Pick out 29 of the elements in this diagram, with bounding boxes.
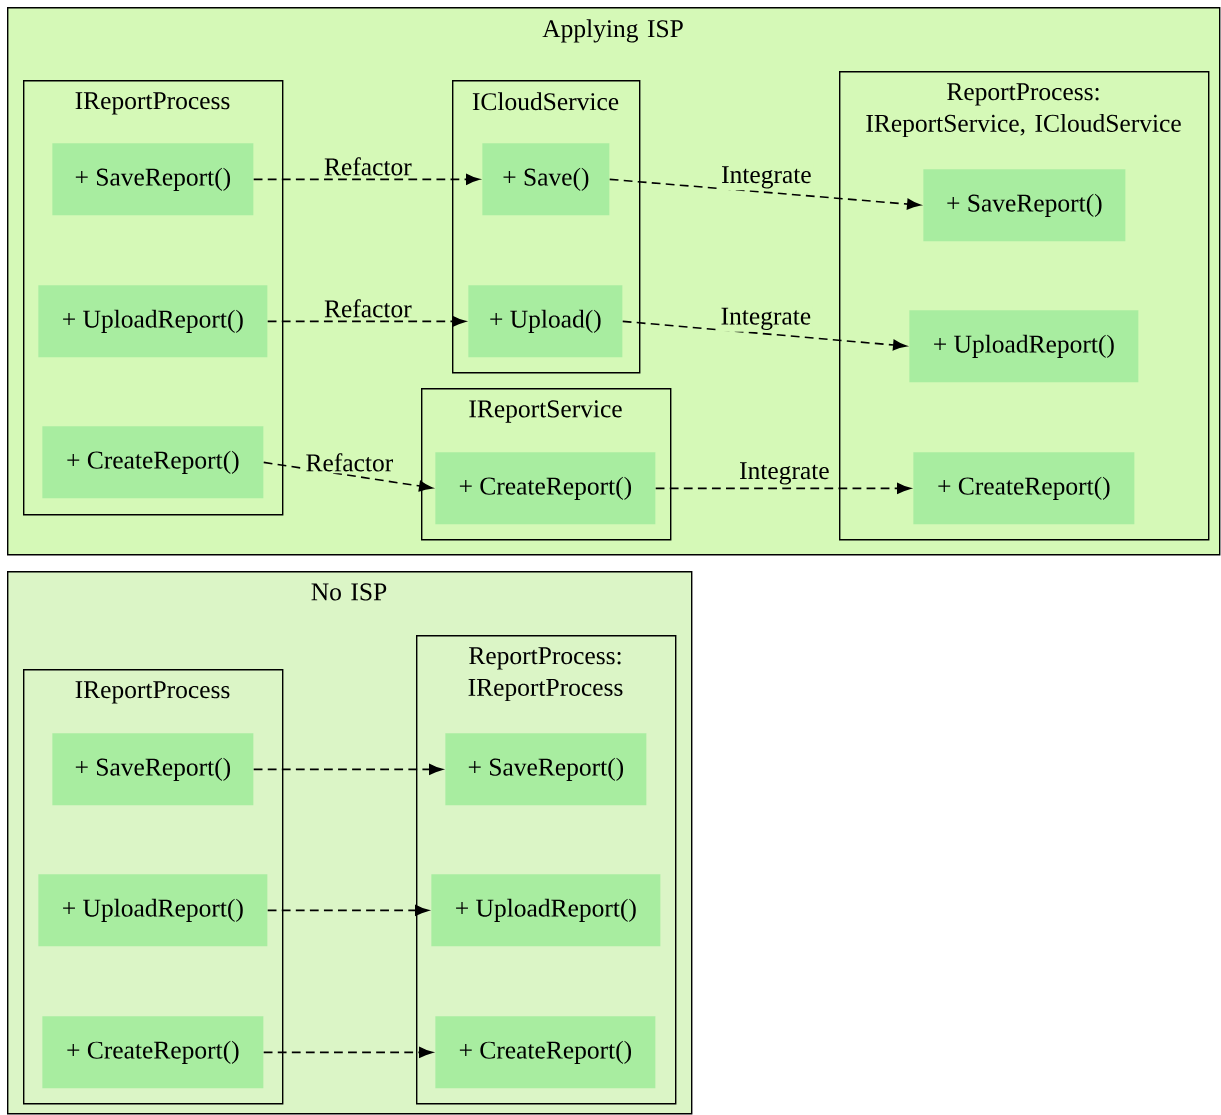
method-box: + SaveReport() — [52, 143, 254, 216]
arrow — [608, 178, 921, 210]
method-box: + CreateReport() — [435, 452, 656, 525]
method-box: + CreateReport() — [435, 1016, 656, 1089]
arrow — [252, 173, 480, 185]
method-box: + SaveReport() — [923, 169, 1126, 242]
arrow — [266, 904, 429, 916]
edge-label: Refactor — [322, 297, 414, 320]
arrow — [262, 461, 433, 492]
method-box: + CreateReport() — [42, 1016, 264, 1089]
method-box: + Save() — [482, 143, 610, 216]
method-box: + UploadReport() — [38, 285, 268, 358]
arrow — [621, 320, 907, 351]
edge-label: Integrate — [737, 460, 832, 487]
method-box: + UploadReport() — [431, 874, 661, 947]
arrow — [252, 763, 443, 775]
method-box: + SaveReport() — [52, 733, 254, 806]
edge-label: Integrate — [718, 306, 813, 332]
method-box: + CreateReport() — [42, 426, 264, 499]
arrow — [654, 482, 911, 494]
edge-label: Refactor — [322, 155, 414, 178]
arrow — [262, 1046, 433, 1058]
method-box: + SaveReport() — [445, 733, 647, 806]
arrow — [266, 315, 466, 327]
edge-label: Integrate — [719, 164, 814, 191]
method-box: + CreateReport() — [913, 452, 1135, 525]
method-box: + UploadReport() — [909, 310, 1139, 383]
method-box: + Upload() — [468, 285, 623, 358]
method-box: + UploadReport() — [38, 874, 268, 947]
